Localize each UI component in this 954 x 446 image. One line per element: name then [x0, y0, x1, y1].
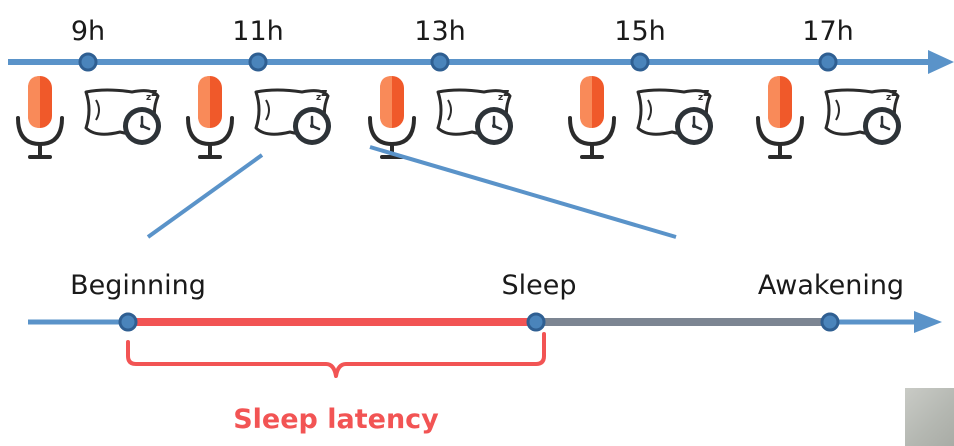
zoom-line-right	[369, 145, 677, 239]
clock-icon	[473, 105, 515, 147]
session-group	[368, 74, 515, 159]
timeline-arrowhead	[928, 50, 954, 74]
corner-photo-fragment	[905, 388, 954, 446]
beginning-label: Beginning	[70, 270, 206, 301]
clock-icon	[291, 105, 333, 147]
microphone-icon	[568, 74, 616, 159]
hour-node	[430, 52, 450, 72]
session-group	[568, 74, 715, 159]
hour-label: 13h	[414, 16, 465, 47]
hour-node	[248, 52, 268, 72]
detail-arrowhead	[914, 311, 942, 333]
session-group	[16, 74, 163, 159]
zoom-line-left	[146, 153, 264, 239]
clock-icon	[673, 105, 715, 147]
awakening-node	[820, 312, 840, 332]
hour-label: 15h	[614, 16, 665, 47]
hour-label: 17h	[802, 16, 853, 47]
microphone-icon	[368, 74, 416, 159]
session-group	[186, 74, 333, 159]
clock-icon	[861, 105, 903, 147]
sleep-label: Sleep	[501, 270, 576, 301]
hour-node	[78, 52, 98, 72]
latency-brace	[126, 332, 546, 378]
latency-label: Sleep latency	[233, 404, 439, 435]
microphone-icon	[16, 74, 64, 159]
hour-node	[630, 52, 650, 72]
clock-icon	[121, 105, 163, 147]
hour-label: 9h	[71, 16, 105, 47]
session-group	[756, 74, 903, 159]
hour-label: 11h	[232, 16, 283, 47]
awakening-label: Awakening	[758, 270, 904, 301]
microphone-icon	[186, 74, 234, 159]
hour-node	[818, 52, 838, 72]
sleep-node	[526, 312, 546, 332]
beginning-node	[118, 312, 138, 332]
microphone-icon	[756, 74, 804, 159]
